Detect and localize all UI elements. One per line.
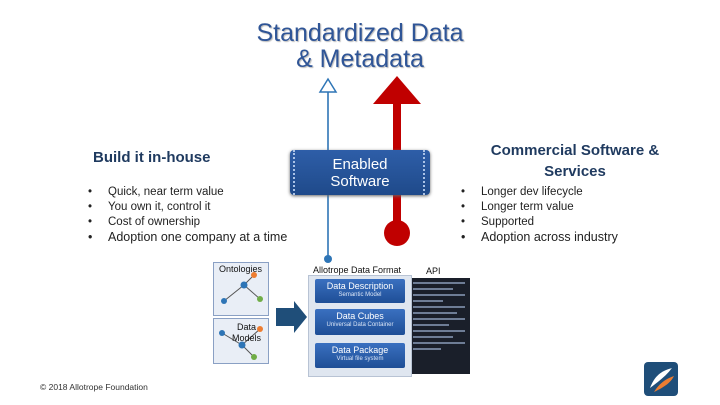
list-item: You own it, control it	[86, 200, 287, 215]
data-package-layer: Data Package Virtual file system	[315, 343, 405, 368]
red-arrow-dot	[384, 220, 410, 246]
list-item: Adoption one company at a time	[86, 230, 287, 245]
enabled-software-box: Enabled Software	[290, 150, 430, 195]
data-cubes-layer: Data Cubes Universal Data Container	[315, 309, 405, 335]
list-item: Longer dev lifecycle	[459, 185, 618, 200]
api-code-image	[408, 278, 470, 374]
allotrope-data-format-panel: Data Description Semantic Model Data Cub…	[308, 275, 412, 377]
copyright-footer: © 2018 Allotrope Foundation	[40, 382, 148, 392]
ontologies-label: Ontologies	[219, 264, 263, 274]
data-model-graph-icon	[219, 326, 263, 360]
data-models-label: Data Models	[232, 322, 262, 343]
data-models-thumbnail	[213, 318, 269, 364]
format-label: Allotrope Data Format	[313, 265, 402, 275]
data-description-layer: Data Description Semantic Model	[315, 279, 405, 303]
blue-arrow-head	[318, 77, 338, 93]
left-bullet-list: Quick, near term value You own it, contr…	[86, 185, 287, 245]
ontology-graph-icon	[221, 272, 263, 304]
red-arrow-head	[373, 76, 421, 104]
blue-arrow-dot	[324, 255, 332, 263]
api-label: API	[426, 266, 441, 276]
right-heading: Commercial Software & Services	[490, 142, 660, 180]
page-title: Standardized Data & Metadata	[256, 19, 464, 73]
list-item: Adoption across industry	[459, 230, 618, 245]
left-heading: Build it in-house	[93, 149, 211, 166]
list-item: Supported	[459, 215, 618, 230]
right-bullet-list: Longer dev lifecycle Longer term value S…	[459, 185, 618, 245]
list-item: Quick, near term value	[86, 185, 287, 200]
list-item: Longer term value	[459, 200, 618, 215]
allotrope-logo-icon	[644, 362, 678, 396]
ontologies-thumbnail	[213, 262, 269, 316]
list-item: Cost of ownership	[86, 215, 287, 230]
input-arrow	[276, 301, 307, 333]
